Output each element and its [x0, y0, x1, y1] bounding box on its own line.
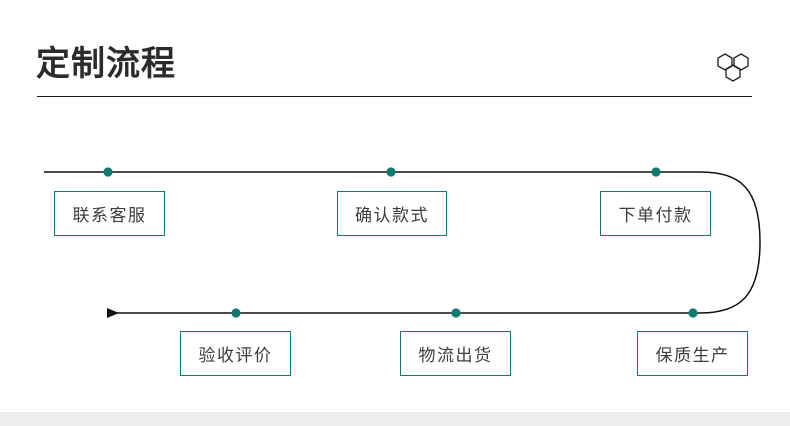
flow-node-4 — [688, 308, 698, 318]
flow-node-2 — [386, 167, 396, 177]
page-title: 定制流程 — [36, 45, 176, 83]
flow-node-3 — [651, 167, 661, 177]
flow-curve-uturn — [699, 171, 761, 314]
flow-node-5 — [451, 308, 461, 318]
flow-node-6 — [231, 308, 241, 318]
step-box-place-order-payment[interactable]: 下单付款 — [600, 191, 711, 236]
step-box-acceptance-review[interactable]: 验收评价 — [180, 331, 291, 376]
title-divider — [37, 96, 752, 97]
footer-strip — [0, 412, 790, 426]
flow-node-1 — [103, 167, 113, 177]
hexagon-trio-logo-icon — [714, 48, 754, 88]
step-box-logistics-shipment[interactable]: 物流出货 — [400, 331, 511, 376]
step-box-contact-service[interactable]: 联系客服 — [54, 191, 165, 236]
step-box-quality-production[interactable]: 保质生产 — [637, 331, 748, 376]
step-box-confirm-style[interactable]: 确认款式 — [337, 191, 447, 236]
